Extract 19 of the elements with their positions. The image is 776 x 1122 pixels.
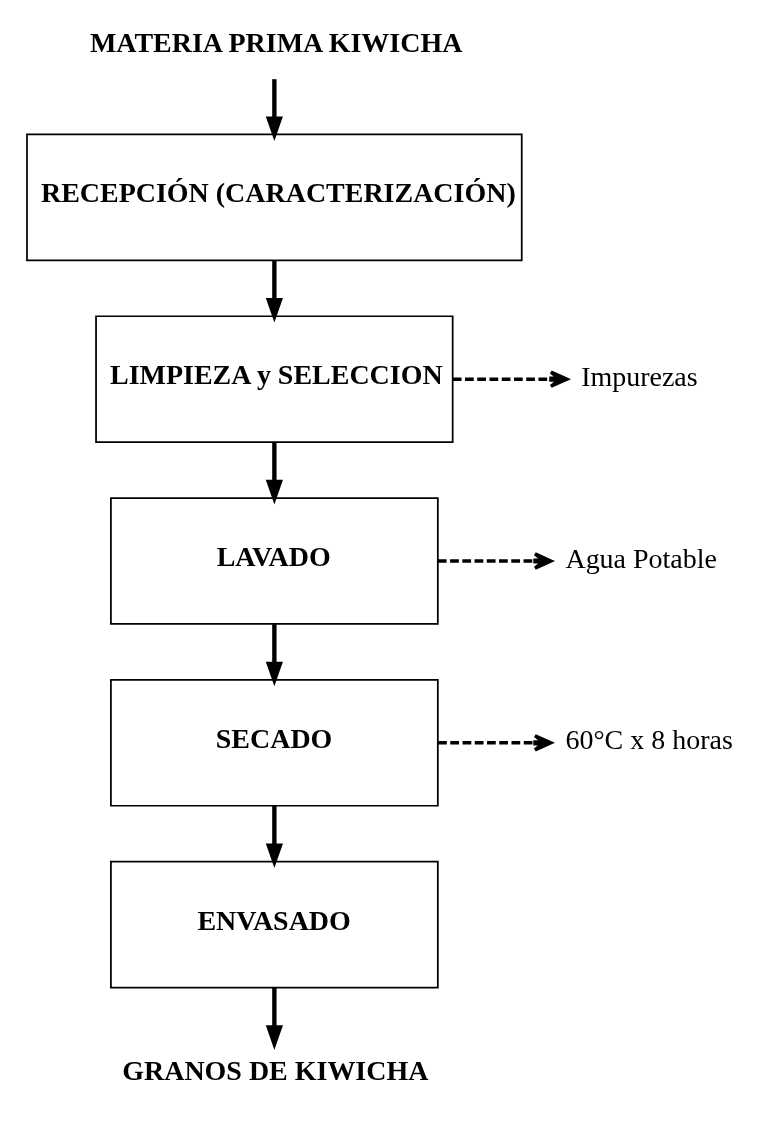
node-text: 60°C x 8 horas <box>565 724 733 756</box>
node-text: GRANOS DE KIWICHA <box>122 1054 429 1086</box>
arrow <box>265 805 283 868</box>
arrow <box>265 79 283 141</box>
arrow <box>265 987 283 1050</box>
arrow <box>452 370 569 388</box>
arrow <box>437 552 553 570</box>
node-text: Impurezas <box>581 360 698 392</box>
arrow <box>265 442 283 505</box>
arrow <box>265 624 283 687</box>
node-text: Agua Potable <box>565 542 717 574</box>
node-box: ENVASADO <box>110 860 439 989</box>
node-box: LIMPIEZA y SELECCION <box>95 315 454 443</box>
node-text: MATERIA PRIMA KIWICHA <box>89 26 463 58</box>
node-box: SECADO <box>110 679 439 807</box>
node-box: RECEPCIÓN (CARACTERIZACIÓN) <box>26 133 523 262</box>
node-box: LAVADO <box>110 497 439 625</box>
arrow <box>265 260 283 323</box>
arrow <box>438 734 553 752</box>
